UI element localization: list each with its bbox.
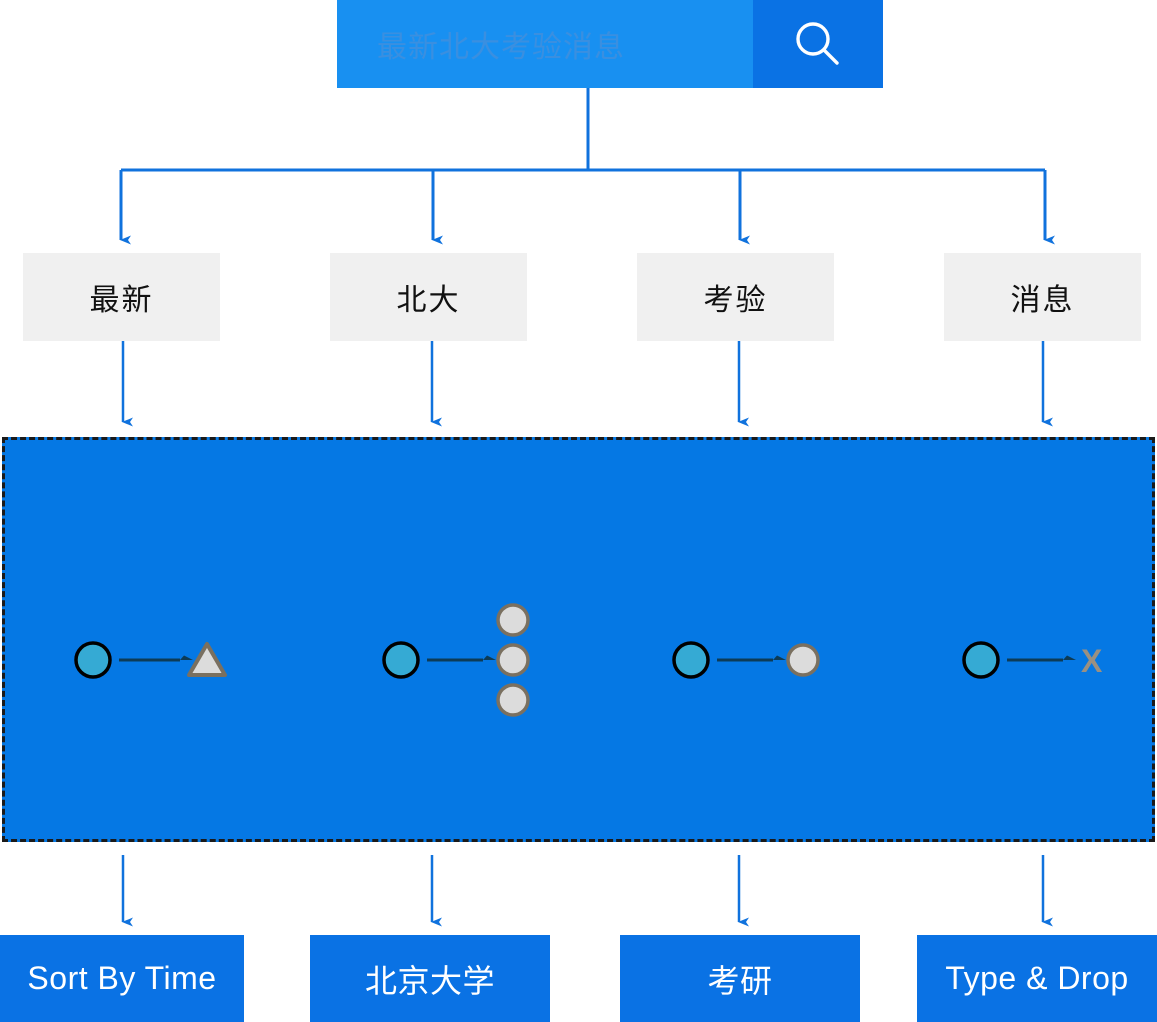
gray-circle-icon: [496, 603, 530, 637]
search-button[interactable]: [753, 0, 883, 88]
arrow-head: [1063, 655, 1076, 660]
teal-circle-icon: [672, 641, 710, 679]
search-query-text: 最新北大考验消息: [377, 31, 625, 64]
result-label: 北京大学: [364, 962, 495, 999]
keyword-box-3[interactable]: 消息: [944, 253, 1141, 341]
triangle-icon: [187, 642, 227, 677]
keyword-label: 最新: [89, 284, 154, 317]
x-letter-icon: X: [1081, 643, 1103, 679]
search-icon: [796, 22, 839, 65]
node-group-cross-mapping: X: [962, 641, 1103, 679]
arrow-head: [773, 655, 786, 660]
tree-connector-top: [119, 88, 1055, 245]
connector-keywords-to-panel: [121, 341, 1053, 427]
teal-circle-icon: [74, 641, 112, 679]
teal-circle-icon: [382, 641, 420, 679]
keyword-label: 北大: [396, 284, 461, 317]
processing-panel: X: [2, 437, 1155, 842]
search-bar[interactable]: 最新北大考验消息: [337, 0, 883, 88]
arrow-head: [483, 655, 496, 660]
result-box-0[interactable]: Sort By Time: [0, 935, 244, 1022]
result-label: Type & Drop: [945, 960, 1129, 996]
result-box-2[interactable]: 考研: [620, 935, 860, 1022]
arrow-head: [180, 655, 193, 660]
result-box-3[interactable]: Type & Drop: [917, 935, 1157, 1022]
result-label: 考研: [707, 962, 773, 999]
keyword-box-0[interactable]: 最新: [23, 253, 220, 341]
connector-panel-to-results: [121, 855, 1053, 927]
node-group-single-triangle-mapping: [74, 641, 227, 679]
keyword-box-1[interactable]: 北大: [330, 253, 527, 341]
node-group-single-circle-mapping: [672, 641, 820, 679]
gray-circle-icon: [496, 683, 530, 717]
keyword-label: 消息: [1010, 284, 1075, 317]
keyword-label: 考验: [703, 284, 768, 317]
node-group-multi-circle-mapping: [382, 603, 530, 717]
result-box-1[interactable]: 北京大学: [310, 935, 550, 1022]
gray-circle-icon: [786, 643, 820, 677]
result-label: Sort By Time: [27, 960, 217, 996]
keyword-box-2[interactable]: 考验: [637, 253, 834, 341]
search-input[interactable]: 最新北大考验消息: [337, 0, 753, 88]
teal-circle-icon: [962, 641, 1000, 679]
gray-circle-icon: [496, 643, 530, 677]
